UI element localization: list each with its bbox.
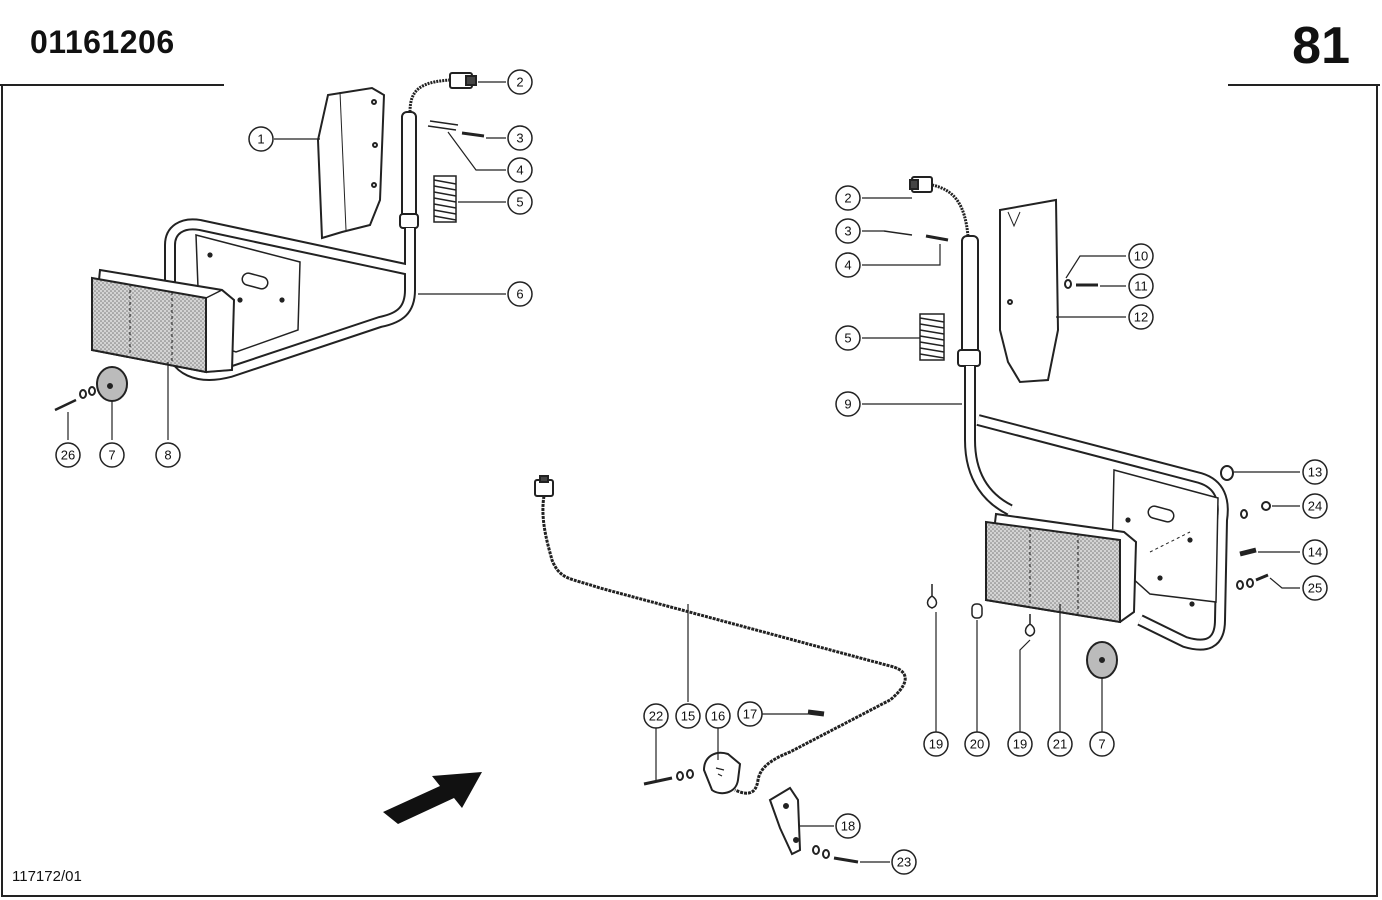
callout-number: 3: [516, 131, 523, 146]
callout-number: 7: [1098, 737, 1105, 752]
callout-11: 11: [1128, 273, 1154, 299]
callout-10: 10: [1128, 243, 1154, 269]
callout-18: 18: [835, 813, 861, 839]
callout-3: 3: [835, 218, 861, 244]
callout-5: 5: [835, 325, 861, 351]
callout-number: 13: [1308, 465, 1322, 480]
callout-2: 2: [835, 185, 861, 211]
callout-7: 7: [99, 442, 125, 468]
callout-number: 5: [844, 331, 851, 346]
callout-14: 14: [1302, 539, 1328, 565]
callout-number: 3: [844, 224, 851, 239]
callout-number: 23: [897, 855, 911, 870]
callout-number: 22: [649, 709, 663, 724]
callout-number: 16: [711, 709, 725, 724]
callout-19: 19: [923, 731, 949, 757]
wiring-harness: [534, 475, 907, 864]
callout-9: 9: [835, 391, 861, 417]
callout-17: 17: [737, 701, 763, 727]
callout-number: 19: [929, 737, 943, 752]
drawing-frame: [1, 86, 1378, 897]
callout-number: 9: [844, 397, 851, 412]
callout-26: 26: [55, 442, 81, 468]
callout-number: 24: [1308, 499, 1322, 514]
callout-number: 15: [681, 709, 695, 724]
callout-number: 8: [164, 448, 171, 463]
callout-2: 2: [507, 69, 533, 95]
callout-number: 6: [516, 287, 523, 302]
page-number: 81: [1292, 17, 1350, 75]
callout-number: 4: [844, 258, 851, 273]
travel-direction-arrow: [383, 772, 482, 824]
header-rule-left: [0, 84, 224, 86]
callout-number: 17: [743, 707, 757, 722]
callout-22: 22: [643, 703, 669, 729]
callout-3: 3: [507, 125, 533, 151]
header-rule-right: [1228, 84, 1380, 86]
callout-number: 18: [841, 819, 855, 834]
callout-number: 26: [61, 448, 75, 463]
callout-number: 1: [257, 132, 264, 147]
callout-number: 21: [1053, 737, 1067, 752]
callout-number: 4: [516, 163, 523, 178]
callout-20: 20: [964, 731, 990, 757]
callout-23: 23: [891, 849, 917, 875]
callout-1: 1: [248, 126, 274, 152]
callout-number: 7: [108, 448, 115, 463]
callout-number: 25: [1308, 581, 1322, 596]
callout-12: 12: [1128, 304, 1154, 330]
callout-number: 20: [970, 737, 984, 752]
callout-4: 4: [835, 252, 861, 278]
callout-number: 12: [1134, 310, 1148, 325]
callout-6: 6: [507, 281, 533, 307]
callout-15: 15: [675, 703, 701, 729]
callout-number: 2: [516, 75, 523, 90]
callout-number: 10: [1134, 249, 1148, 264]
callout-5: 5: [507, 189, 533, 215]
callout-19: 19: [1007, 731, 1033, 757]
document-number: 01161206: [30, 24, 175, 60]
right-leader-lines: [862, 197, 1300, 732]
drawing-reference: 117172/01: [12, 868, 82, 885]
callout-16: 16: [705, 703, 731, 729]
callout-7: 7: [1089, 731, 1115, 757]
harness-leader-lines: [655, 604, 890, 863]
callout-21: 21: [1047, 731, 1073, 757]
callout-13: 13: [1302, 459, 1328, 485]
callout-number: 5: [516, 195, 523, 210]
callout-8: 8: [155, 442, 181, 468]
callout-25: 25: [1302, 575, 1328, 601]
left-leader-lines: [67, 81, 506, 440]
left-mirror-bracket: [54, 72, 485, 412]
callout-number: 14: [1308, 545, 1322, 560]
callout-24: 24: [1302, 493, 1328, 519]
callout-number: 11: [1134, 279, 1148, 294]
callout-4: 4: [507, 157, 533, 183]
callout-number: 19: [1013, 737, 1027, 752]
callout-number: 2: [844, 191, 851, 206]
right-mirror-bracket: [883, 176, 1271, 679]
